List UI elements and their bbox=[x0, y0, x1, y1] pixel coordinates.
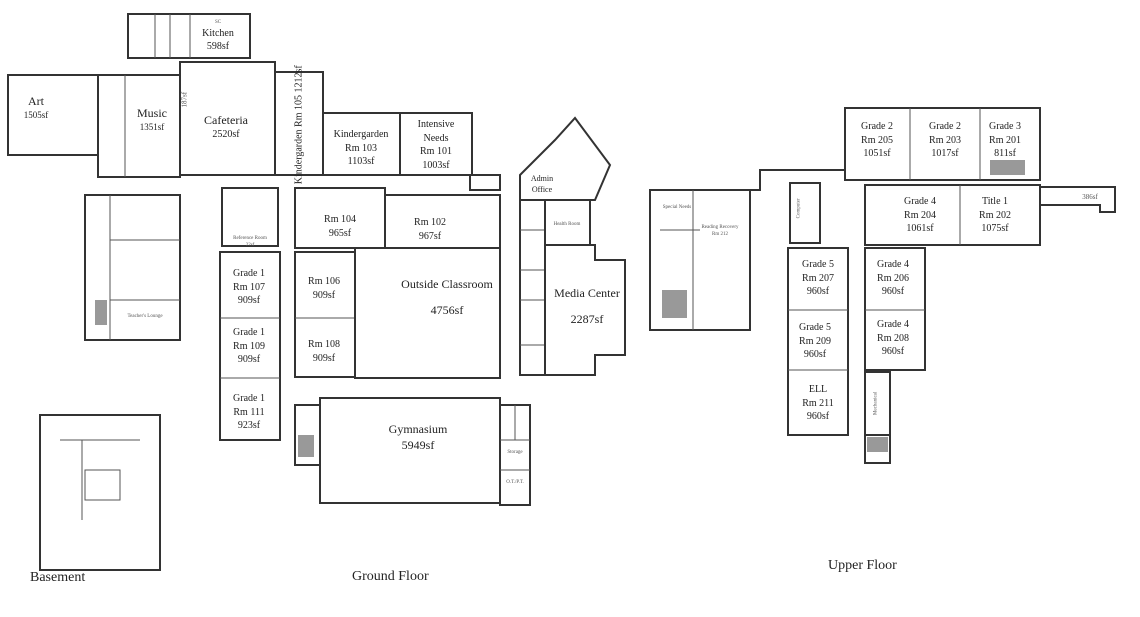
special-needs-label: Special Needs bbox=[662, 205, 692, 210]
ot-pt-label: O.T./P.T. bbox=[506, 480, 524, 485]
computer-label: Computer bbox=[796, 198, 802, 219]
storage-label: Storage bbox=[507, 450, 523, 455]
basement-title: Basement bbox=[30, 570, 86, 585]
ground-floor-walls bbox=[7, 13, 626, 571]
music-side-label: 187sf bbox=[180, 91, 189, 108]
mechanical-label: Mechanical bbox=[873, 391, 879, 416]
ground-floor-title: Ground Floor bbox=[352, 569, 429, 584]
teachers-lounge-label: Teacher's Lounge bbox=[127, 314, 163, 319]
upper-floor-walls bbox=[649, 107, 1116, 464]
corridor-area-label: 386sf bbox=[1082, 193, 1098, 201]
kinder-105-label: Kindergarden Rm 105 1212sf bbox=[293, 65, 305, 185]
upper-floor-title: Upper Floor bbox=[828, 558, 897, 573]
health-room-label: Health Room bbox=[553, 222, 581, 227]
